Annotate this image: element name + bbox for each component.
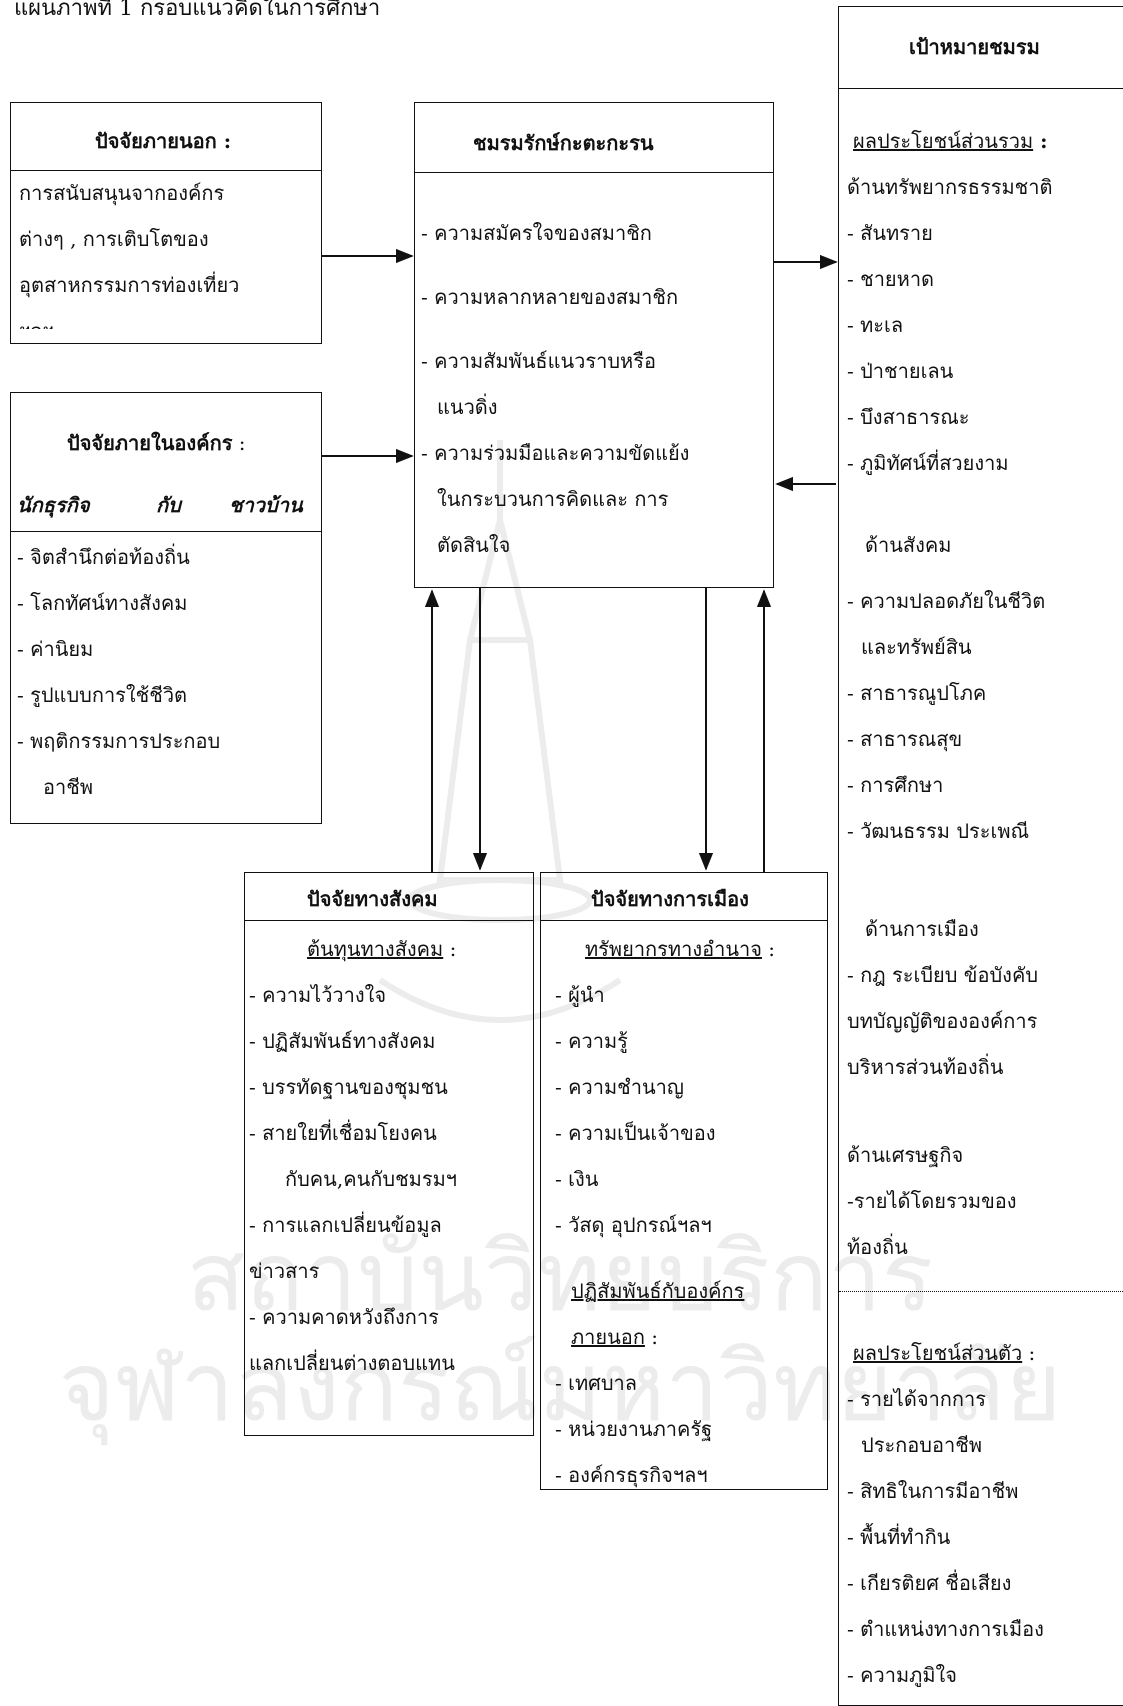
economic-heading: ด้านเศรษฐกิจ [847,1143,964,1167]
political-goal-item: บริหารส่วนท้องถิ่น [847,1055,1004,1079]
internal-factor-line: - โลกทัศน์ทางสังคม [17,591,188,615]
external-factor-line: อุตสาหกรรมการท่องเที่ยว [19,273,240,297]
personal-benefit-item: - ตำแหน่งทางการเมือง [847,1617,1044,1641]
external-factor-line: ต่างๆ , การเติบโตของ [19,227,209,251]
external-relations-colon: : [644,1325,659,1349]
internal-factor-line: - รูปแบบการใช้ชีวิต [17,683,188,707]
personal-benefit-item: - รายได้จากการ [847,1387,986,1411]
social-factors-box: ปัจจัยทางสังคม ต้นทุนทางสังคม : - ความไว… [244,872,534,1436]
social-capital-subtitle: ต้นทุนทางสังคม [307,937,444,961]
political-factors-box: ปัจจัยทางการเมือง ทรัพยากรทางอำนาจ : - ผ… [540,872,828,1490]
figure-heading: แผนภาพที่ 1 กรอบแนวคิดในการศึกษา [14,0,381,21]
club-line: - ความสมัครใจของสมาชิก [421,221,652,245]
social-factor-line: ข่าวสาร [249,1259,320,1283]
political-goal-item: - กฎ ระเบียบ ข้อบังคับ [847,963,1039,987]
social-factor-line: - สายใยที่เชื่อมโยงคน [249,1121,437,1145]
external-factor-line: ฯลฯ [19,319,54,343]
club-goals-box: เป้าหมายชมรม ผลประโยชน์ส่วนรวม : ด้านทรั… [838,6,1123,1706]
natural-resources-item: - ป่าชายเลน [847,359,954,383]
political-factor-line: - ความชำนาญ [555,1075,684,1099]
political-factor-line: - ความเป็นเจ้าของ [555,1121,716,1145]
political-factor-line: - ผู้นำ [555,983,605,1007]
power-resources-colon: : [761,937,776,961]
external-factors-box: ปัจจัยภายนอก : การสนับสนุนจากองค์กร ต่าง… [10,102,322,344]
economic-goal-item: ท้องถิ่น [847,1235,908,1259]
personal-benefit-item: - สิทธิในการมีอาชีพ [847,1479,1019,1503]
club-title: ชมรมรักษ์กะตะกะรน [473,131,654,155]
social-factor-line: - ความคาดหวังถึงการ [249,1305,439,1329]
power-resources-subtitle: ทรัพยากรทางอำนาจ [585,937,762,961]
personal-benefit-item: ประกอบอาชีพ [861,1433,982,1457]
external-relations-subtitle-2: ภายนอก [571,1325,645,1349]
social-factor-line: แลกเปลี่ยนต่างตอบแทน [249,1351,455,1375]
club-line: แนวดิ่ง [437,395,498,419]
internal-factors-colon: : [232,431,246,455]
natural-resources-item: - บึงสาธารณะ [847,405,970,429]
club-box: ชมรมรักษ์กะตะกะรน - ความสมัครใจของสมาชิก… [414,102,774,588]
social-goal-item: - การศึกษา [847,773,944,797]
external-factor-line: การสนับสนุนจากองค์กร [19,181,225,205]
social-factor-line: - การแลกเปลี่ยนข้อมูล [249,1213,442,1237]
natural-resources-item: - สันทราย [847,221,933,245]
external-factors-colon: : [216,129,232,153]
political-relation-line: - องค์กรธุรกิจฯลฯ [555,1463,708,1487]
internal-factor-line: - พฤติกรรมการประกอบ [17,729,221,753]
collective-benefits-title: ผลประโยชน์ส่วนรวม [853,129,1034,153]
political-heading: ด้านการเมือง [865,917,979,941]
personal-benefit-item: - เกียรติยศ ชื่อเสียง [847,1571,1012,1595]
club-line: ในกระบวนการคิดและ การ [437,487,669,511]
social-goal-item: - วัฒนธรรม ประเพณี [847,819,1030,843]
actor-business: นักธุรกิจ [17,493,90,517]
social-factor-line: กับคน,คนกับชมรมฯ [285,1167,457,1191]
social-goal-item: - สาธารณสุข [847,727,963,751]
economic-goal-item: -รายได้โดยรวมของ [847,1189,1017,1213]
political-relation-line: - เทศบาล [555,1371,638,1395]
club-line: ตัดสินใจ [437,533,511,557]
political-relation-line: - หน่วยงานภาครัฐ [555,1417,713,1441]
political-factor-line: - วัสดุ อุปกรณ์ฯลฯ [555,1213,712,1237]
external-factors-header: ปัจจัยภายนอก : [11,103,321,171]
social-factors-title: ปัจจัยทางสังคม [307,887,438,911]
club-header: ชมรมรักษ์กะตะกะรน [415,103,773,173]
collective-benefits-colon: : [1033,129,1048,153]
social-heading: ด้านสังคม [865,533,952,557]
internal-factor-line: - จิตสำนึกต่อท้องถิ่น [17,545,190,569]
club-line: - ความสัมพันธ์แนวราบหรือ [421,349,656,373]
social-goal-item: และทรัพย์สิน [861,635,972,659]
natural-resources-item: - ภูมิทัศน์ที่สวยงาม [847,451,1009,475]
social-capital-colon: : [443,937,457,961]
political-factors-title: ปัจจัยทางการเมือง [591,887,749,911]
natural-resources-item: - ชายหาด [847,267,935,291]
political-factor-line: - เงิน [555,1167,599,1191]
natural-resources-heading: ด้านทรัพยากรธรรมชาติ [847,175,1053,199]
political-factor-line: - ความรู้ [555,1029,628,1053]
social-goal-item: - สาธารณูปโภค [847,681,987,705]
social-factors-header: ปัจจัยทางสังคม [245,873,533,921]
actor-villagers: ชาวบ้าน [229,493,303,517]
club-line: - ความหลากหลายของสมาชิก [421,285,679,309]
internal-factor-line: - ค่านิยม [17,637,94,661]
actor-with: กับ [156,493,181,517]
club-goals-title: เป้าหมายชมรม [909,35,1040,59]
social-factor-line: - บรรทัดฐานของชุมชน [249,1075,448,1099]
internal-factors-box: ปัจจัยภายในองค์กร : นักธุรกิจ กับ ชาวบ้า… [10,392,322,824]
external-relations-subtitle: ปฏิสัมพันธ์กับองค์กร [571,1279,745,1303]
goals-divider [839,1291,1123,1292]
personal-benefits-colon: : [1022,1341,1036,1365]
internal-factor-line: อาชีพ [43,775,93,799]
political-goal-item: บทบัญญัติขององค์การ [847,1009,1038,1033]
social-factor-line: - ความไว้วางใจ [249,983,387,1007]
social-factor-line: - ปฏิสัมพันธ์ทางสังคม [249,1029,436,1053]
social-goal-item: - ความปลอดภัยในชีวิต [847,589,1046,613]
natural-resources-item: - ทะเล [847,313,904,337]
internal-factors-title: ปัจจัยภายในองค์กร [67,431,233,455]
internal-factors-divider [11,531,321,532]
personal-benefit-item: - พื้นที่ทำกิน [847,1525,951,1549]
personal-benefit-item: - ความภูมิใจ [847,1663,957,1687]
club-line: - ความร่วมมือและความขัดแย้ง [421,441,690,465]
club-goals-header: เป้าหมายชมรม [839,7,1123,89]
external-factors-title: ปัจจัยภายนอก [95,129,217,153]
political-factors-header: ปัจจัยทางการเมือง [541,873,827,921]
personal-benefits-title: ผลประโยชน์ส่วนตัว [853,1341,1023,1365]
